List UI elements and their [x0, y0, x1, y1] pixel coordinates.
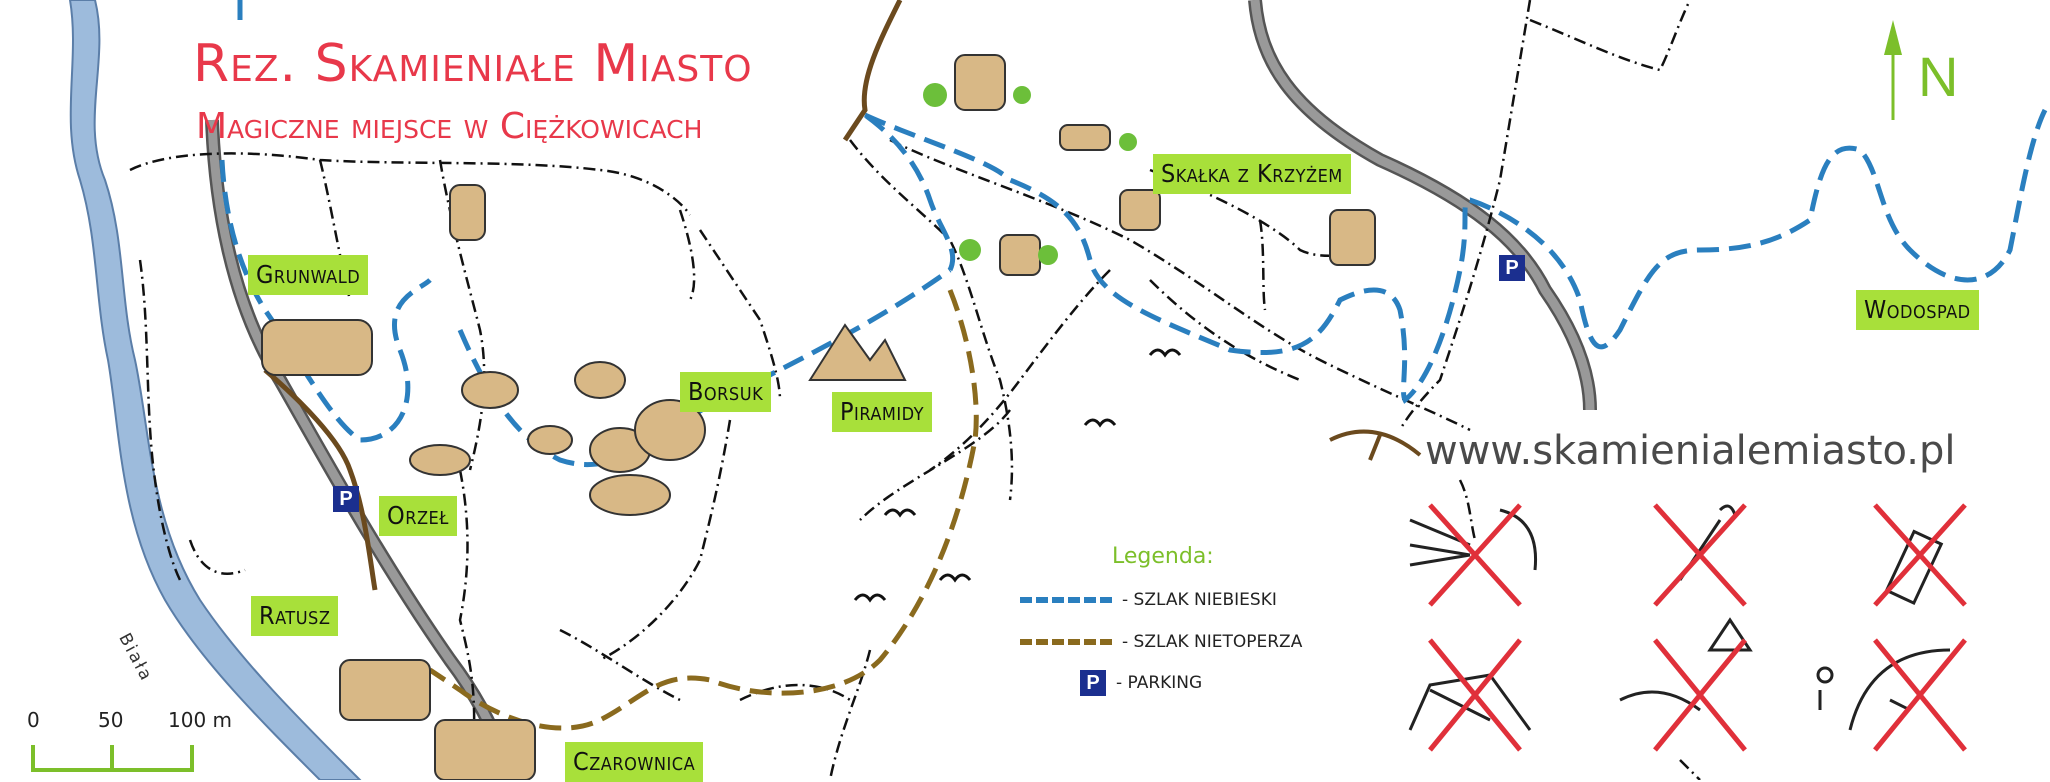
no-noise-icon [1409, 508, 1538, 571]
legend-blue-trail: - szlak niebieski [1020, 590, 1277, 610]
website-link[interactable]: www.skamienialemiasto.pl [1425, 428, 1956, 474]
scale-tick-50: 50 [98, 708, 124, 732]
parking-icon: P [1499, 255, 1525, 281]
place-label-czarownica: Czarownica [565, 742, 704, 782]
legend-parking: P - parking [1080, 670, 1202, 696]
map-title: Rez. Skamieniałe Miasto [193, 34, 753, 94]
place-label-skalka: Skałka z Krzyżem [1153, 154, 1351, 194]
place-label-wodospad: Wodospad [1856, 290, 1979, 330]
scale-tick-100: 100 m [168, 708, 233, 732]
no-spraying-icon [1884, 529, 1944, 606]
legend-bat-trail: - szlak nietoperza [1020, 632, 1302, 652]
legend-label: - szlak niebieski [1122, 590, 1277, 610]
parking-icon: P [1080, 670, 1106, 696]
legend-label: - szlak nietoperza [1122, 632, 1303, 652]
blue-dash-swatch [1020, 597, 1112, 603]
bats [853, 348, 1182, 603]
legend-label: - parking [1116, 673, 1203, 693]
brown-dash-swatch [1020, 639, 1112, 645]
prohibition-signs [1408, 503, 1967, 752]
scale-bar [31, 745, 194, 772]
east-road [1248, 0, 1597, 411]
river-biala [68, 0, 362, 780]
bat-trail [428, 289, 979, 731]
legend-title: Legenda: [1112, 544, 1214, 569]
trees [923, 83, 1137, 265]
north-arrow-icon [1884, 20, 1902, 120]
scale-tick-0: 0 [27, 708, 40, 732]
rock-illustrations [261, 54, 1376, 780]
map-subtitle: Magiczne miejsce w Ciężkowicach [196, 106, 703, 147]
brown-path [842, 0, 903, 142]
parking-icon: P [333, 486, 359, 512]
place-label-ratusz: Ratusz [251, 596, 339, 636]
place-label-orzel: Orzeł [379, 496, 457, 536]
place-label-piramidy: Piramidy [832, 392, 933, 432]
north-label: N [1918, 45, 1959, 108]
place-label-grunwald: Grunwald [248, 255, 369, 295]
place-label-borsuk: Borsuk [680, 372, 772, 412]
